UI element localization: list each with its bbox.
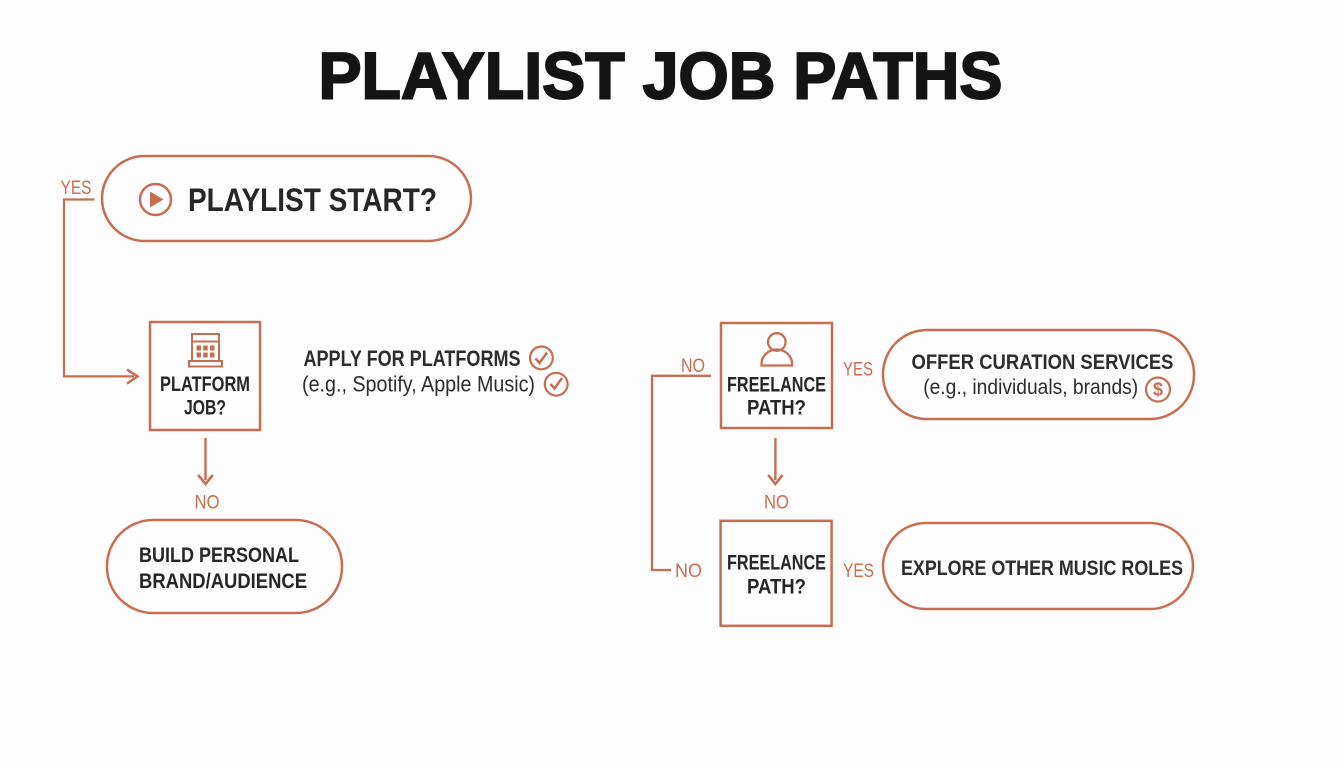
svg-text:NO: NO — [764, 492, 789, 514]
svg-text:YES: YES — [61, 177, 92, 199]
svg-text:PATH?: PATH? — [747, 575, 806, 599]
svg-text:JOB?: JOB? — [184, 396, 226, 420]
svg-text:PLAYLIST START?: PLAYLIST START? — [188, 182, 437, 218]
svg-text:NO: NO — [675, 560, 702, 582]
svg-text:NO: NO — [195, 492, 220, 514]
svg-text:FREELANCE: FREELANCE — [727, 373, 826, 397]
svg-text:FREELANCE: FREELANCE — [727, 551, 826, 575]
svg-text:PLAYLIST JOB PATHS: PLAYLIST JOB PATHS — [319, 38, 1003, 112]
svg-text:NO: NO — [681, 355, 705, 377]
svg-text:EXPLORE OTHER MUSIC ROLES: EXPLORE OTHER MUSIC ROLES — [901, 556, 1183, 580]
svg-text:APPLY FOR PLATFORMS: APPLY FOR PLATFORMS — [304, 346, 521, 371]
svg-text:$: $ — [1153, 380, 1163, 400]
svg-text:(e.g., Spotify, Apple Music): (e.g., Spotify, Apple Music) — [302, 372, 535, 397]
svg-text:YES: YES — [843, 359, 873, 381]
svg-text:PATH?: PATH? — [747, 396, 806, 420]
svg-text:OFFER CURATION SERVICES: OFFER CURATION SERVICES — [912, 350, 1174, 374]
svg-text:BRAND/AUDIENCE: BRAND/AUDIENCE — [139, 570, 307, 593]
svg-text:YES: YES — [843, 560, 874, 582]
svg-text:PLATFORM: PLATFORM — [160, 372, 250, 396]
svg-text:BUILD PERSONAL: BUILD PERSONAL — [139, 544, 299, 567]
svg-text:(e.g., individuals, brands): (e.g., individuals, brands) — [923, 375, 1138, 399]
